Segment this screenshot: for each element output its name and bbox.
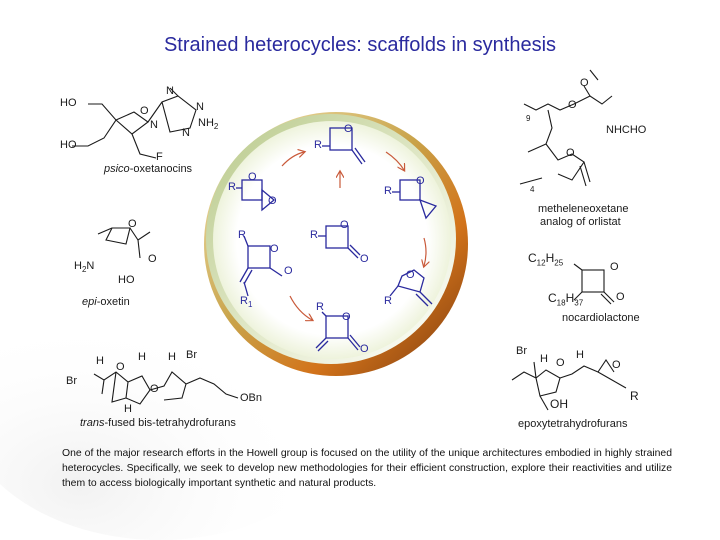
oxetin-label: epi-oxetin xyxy=(82,296,130,308)
epoxythf-label: epoxytetrahydrofurans xyxy=(518,418,628,430)
atom: H2N xyxy=(74,260,95,275)
atom: O xyxy=(128,218,137,230)
atom: HO xyxy=(118,274,135,286)
orlistat-label-2: analog of orlistat xyxy=(540,216,621,228)
cycle-arrows xyxy=(281,152,426,320)
atom: HO xyxy=(60,139,77,151)
atom: F xyxy=(156,151,163,163)
atom: N xyxy=(182,127,190,139)
atom: O xyxy=(360,253,369,265)
atom: OH xyxy=(550,397,568,411)
atom: O xyxy=(270,243,279,255)
scaffold-structures xyxy=(236,127,438,352)
atom: R xyxy=(314,139,322,151)
atom: O xyxy=(406,269,415,281)
atom: R xyxy=(310,229,318,241)
atom: R xyxy=(316,301,324,313)
atom: C12H25 xyxy=(528,251,564,268)
atom: R xyxy=(228,181,236,193)
atom: O xyxy=(556,357,565,369)
nocardiolactone-label: nocardiolactone xyxy=(562,312,640,324)
atom: Br xyxy=(186,349,197,361)
atom: 4 xyxy=(530,185,535,194)
atom: O xyxy=(148,253,157,265)
atom: O xyxy=(580,77,589,89)
atom: HO xyxy=(60,97,77,109)
atom: OBn xyxy=(240,392,263,404)
atom: H xyxy=(168,351,176,363)
atom: O xyxy=(116,361,125,373)
atom: 9 xyxy=(526,114,531,123)
atom: N xyxy=(196,101,204,113)
oxetanocin-label: psico-oxetanocins xyxy=(104,163,193,175)
atom: O xyxy=(612,359,621,371)
atom: O xyxy=(342,311,351,323)
description-paragraph: One of the major research efforts in the… xyxy=(62,448,672,489)
atom: N xyxy=(166,85,174,97)
atom: NH2 xyxy=(198,117,219,132)
atom: C18H37 xyxy=(548,291,584,308)
atom: O xyxy=(268,195,277,207)
atom: H xyxy=(124,403,132,415)
bis-thf-label: trans-fused bis-tetrahydrofurans xyxy=(80,417,236,429)
atom: O xyxy=(284,265,293,277)
atom: H xyxy=(138,351,146,363)
atom: O xyxy=(248,171,257,183)
atom: O xyxy=(610,261,619,273)
atom: O xyxy=(140,105,149,117)
atom: N xyxy=(150,119,158,131)
orlistat-label-1: metheleneoxetane xyxy=(538,203,629,215)
atom: Br xyxy=(66,375,77,387)
atom: NHCHO xyxy=(606,124,647,136)
atom: H xyxy=(96,355,104,367)
outer-structures xyxy=(72,69,627,411)
atom: R xyxy=(630,389,639,403)
page-title: Strained heterocycles: scaffolds in synt… xyxy=(163,34,557,56)
atom: O xyxy=(568,99,577,111)
atom: O xyxy=(416,175,425,187)
atom: H xyxy=(540,353,548,365)
atom: O xyxy=(344,123,353,135)
atom: O xyxy=(616,291,625,303)
atom: O xyxy=(360,343,369,355)
atom: O xyxy=(566,147,575,159)
atom: O xyxy=(150,383,159,395)
atom: R xyxy=(384,295,392,307)
atom: O xyxy=(340,219,349,231)
atom: Br xyxy=(516,345,527,357)
atom: R xyxy=(238,229,246,241)
atom: R1 xyxy=(240,295,253,310)
atom: H xyxy=(576,349,584,361)
central-circle xyxy=(204,112,468,376)
atom: R xyxy=(384,185,392,197)
